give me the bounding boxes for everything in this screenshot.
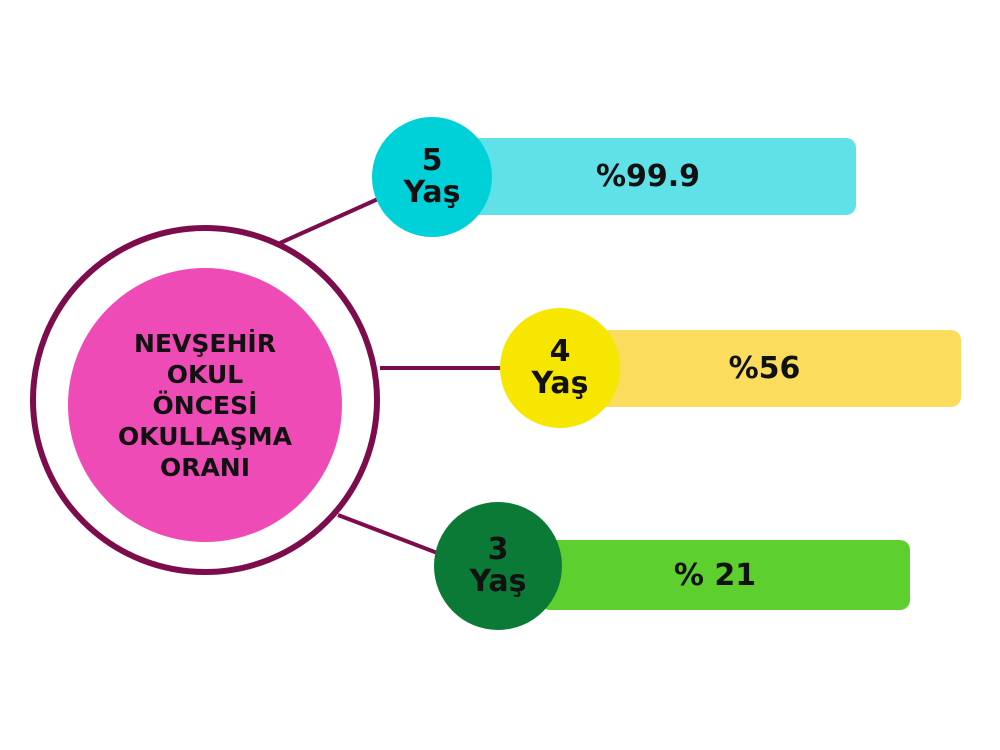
title-line: ÖNCESİ <box>152 390 258 420</box>
age-number: 4 <box>549 334 571 369</box>
center-circle <box>68 268 342 542</box>
center-title: NEVŞEHİR OKUL ÖNCESİ OKULLAŞMA ORANI <box>70 268 340 542</box>
value-label: % 21 <box>673 557 757 593</box>
bar-3-yas: % 21 <box>540 540 910 610</box>
value-label: %56 <box>728 351 801 386</box>
title-line: OKUL <box>166 359 244 389</box>
bar-5-yas: %99.9 <box>470 138 856 215</box>
title-line: ORANI <box>159 452 251 482</box>
age-number: 5 <box>421 143 443 178</box>
age-unit: Yaş <box>403 175 461 210</box>
age-circle-3: 3 Yaş <box>434 502 562 630</box>
title-line: NEVŞEHİR <box>134 328 276 358</box>
age-unit: Yaş <box>469 564 527 599</box>
connector-3 <box>337 513 441 556</box>
bar-4-yas: %56 <box>598 330 961 407</box>
age-number: 3 <box>487 532 509 567</box>
connector-5 <box>279 197 379 245</box>
value-label: %99.9 <box>595 159 701 194</box>
age-unit: Yaş <box>531 366 589 401</box>
age-circle-5: 5 Yaş <box>372 117 492 237</box>
title-line: OKULLAŞMA <box>118 421 292 451</box>
age-circle-4: 4 Yaş <box>500 308 620 428</box>
